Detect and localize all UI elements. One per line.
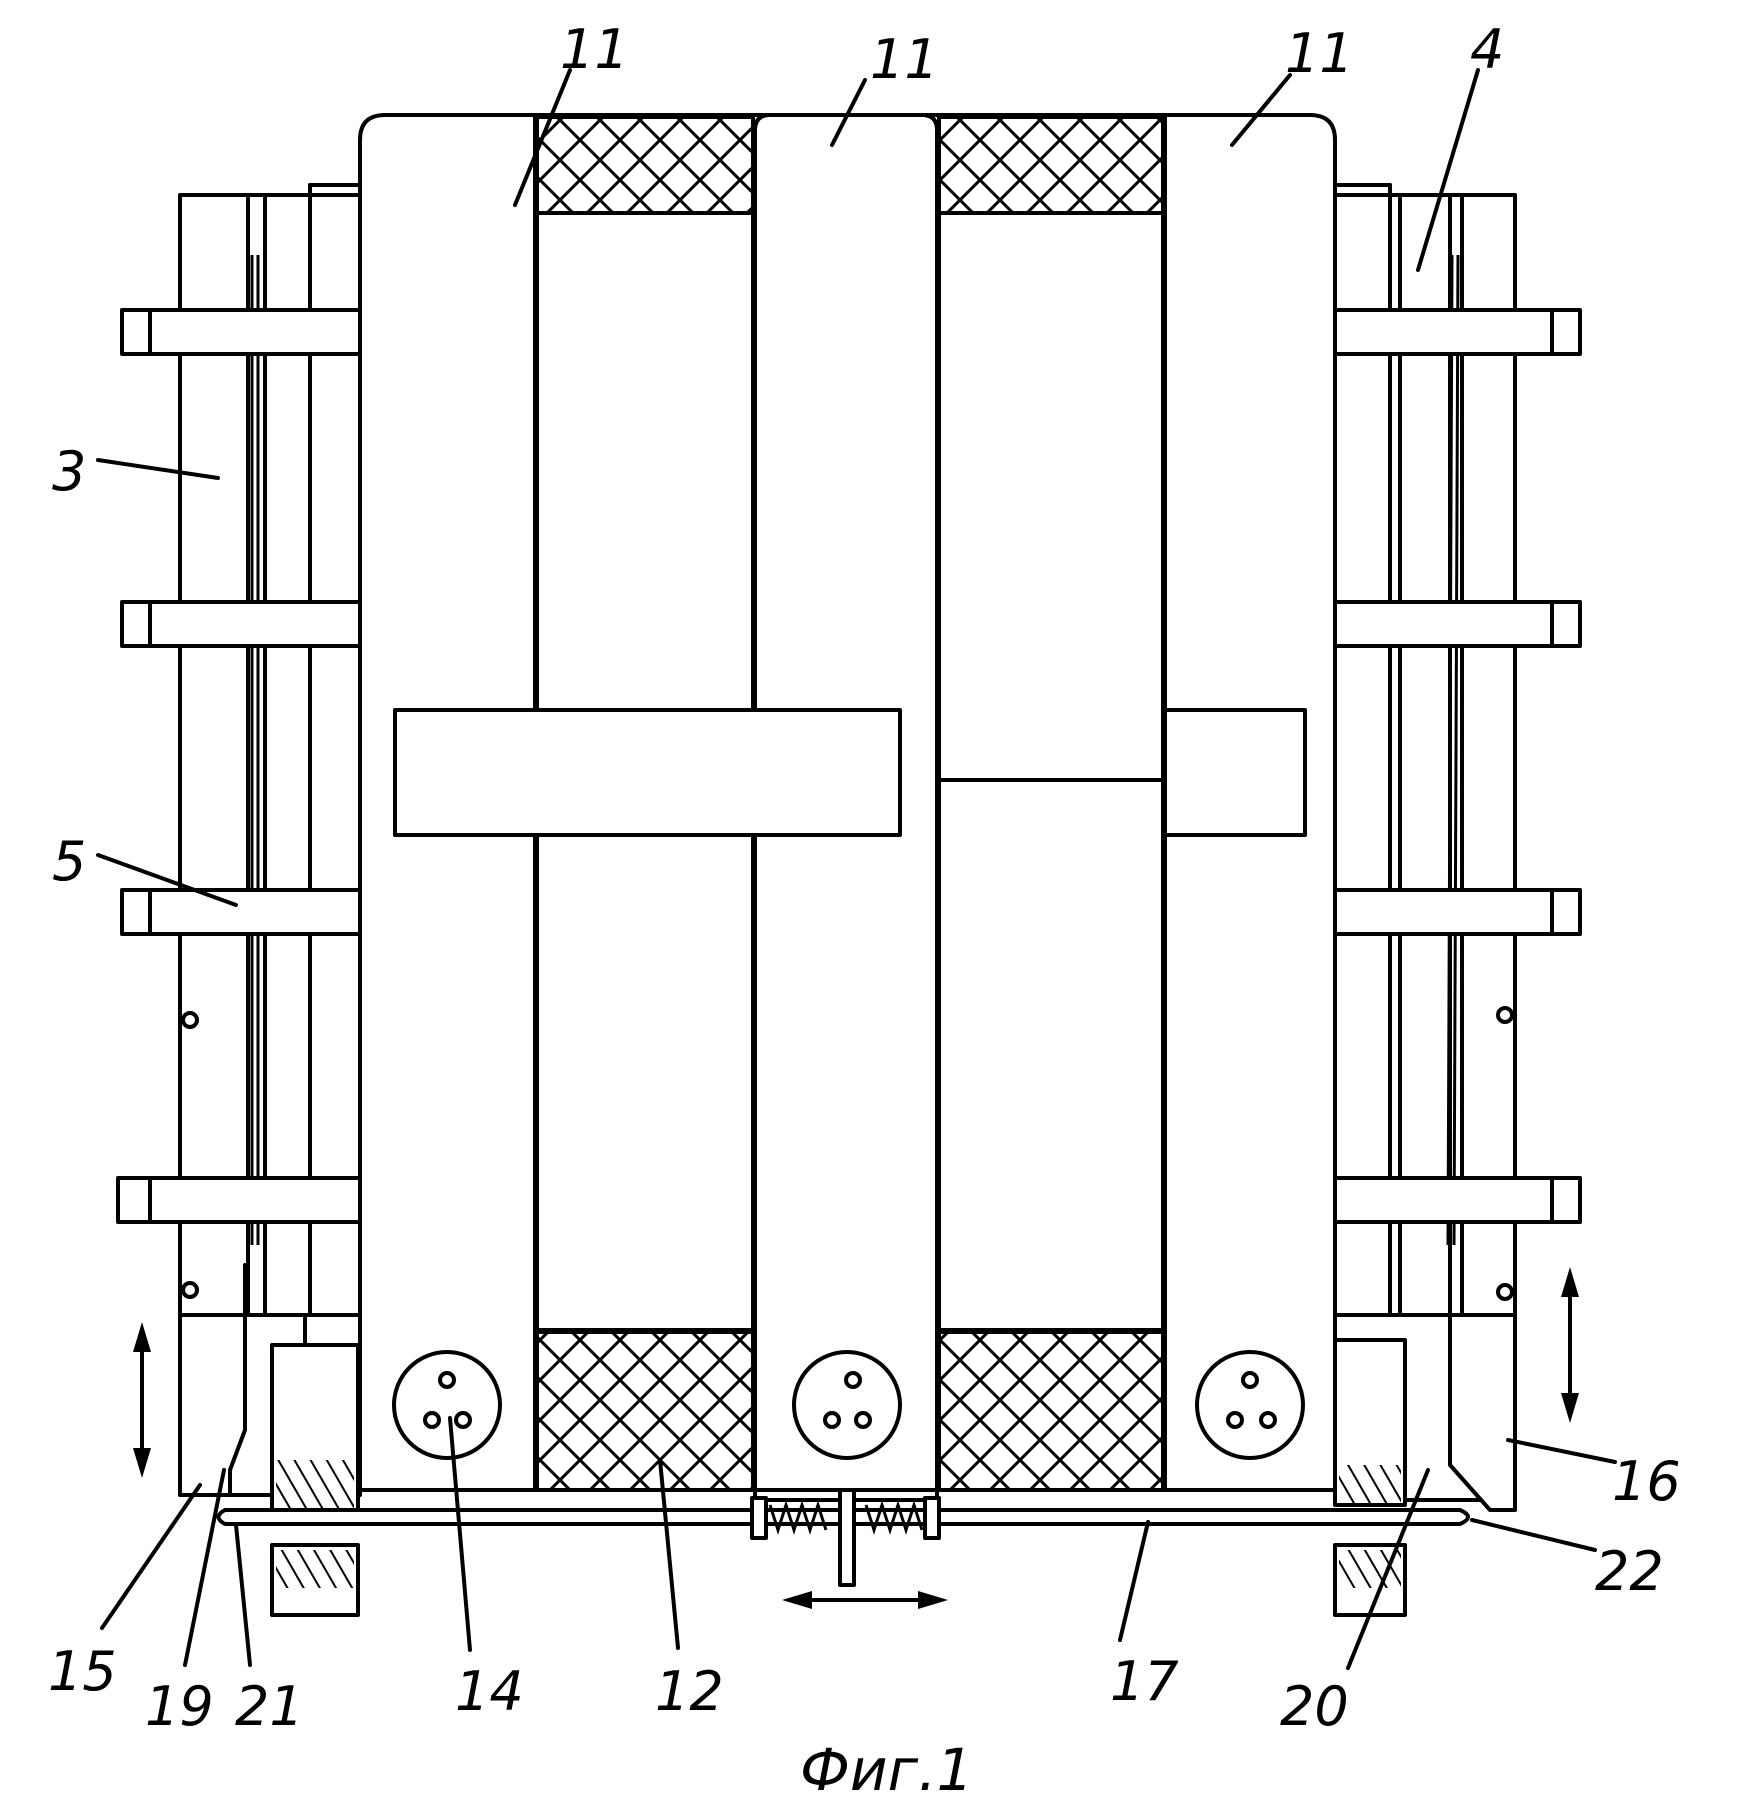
label-20: 20 <box>1280 1675 1349 1738</box>
spring-lever <box>840 1490 854 1585</box>
right-pin-hole <box>1498 1285 1512 1299</box>
label-3: 3 <box>52 440 86 503</box>
right-spring-wire <box>1454 255 1458 1245</box>
label-21: 21 <box>235 1675 304 1738</box>
spring-stop-right <box>925 1498 939 1538</box>
left-pin-hole <box>183 1283 197 1297</box>
crossbar-right <box>1165 710 1305 835</box>
rod-17 <box>219 1490 1469 1609</box>
spring-stop-left <box>752 1498 766 1538</box>
label-19: 19 <box>145 1675 214 1738</box>
label-11-left: 11 <box>560 18 629 81</box>
horizontal-arrow <box>782 1591 948 1609</box>
left-vertical-arrow <box>133 1322 151 1478</box>
right-pin-hole <box>1498 1008 1512 1022</box>
left-strip-body <box>180 195 360 1495</box>
left-terminal-hatch <box>276 1550 354 1588</box>
label-5: 5 <box>52 830 86 893</box>
left-pin-hole <box>183 1013 197 1027</box>
mesh-block-12 <box>537 1332 753 1490</box>
label-4: 4 <box>1470 18 1504 81</box>
label-12: 12 <box>655 1660 724 1723</box>
right-slider <box>1450 1315 1515 1510</box>
mesh-upper-right <box>939 117 1163 213</box>
mesh-lower-right <box>939 1332 1163 1490</box>
crossbar-left <box>395 710 900 835</box>
label-11-center: 11 <box>870 28 939 91</box>
label-16: 16 <box>1612 1450 1681 1513</box>
figure-caption: Фиг.1 <box>800 1736 973 1804</box>
label-14: 14 <box>455 1660 524 1723</box>
label-11-right: 11 <box>1285 22 1354 85</box>
label-17: 17 <box>1110 1650 1179 1713</box>
right-terminal-hatch <box>1339 1465 1401 1503</box>
left-slider <box>180 1315 245 1495</box>
label-15: 15 <box>48 1640 117 1703</box>
central-frame <box>360 115 1335 1500</box>
mesh-upper-left <box>537 117 753 213</box>
right-strip-body <box>1335 195 1515 1500</box>
right-vertical-arrow <box>1561 1267 1579 1423</box>
left-terminal-hatch <box>276 1460 354 1508</box>
window-right <box>939 213 1163 1330</box>
label-22: 22 <box>1595 1540 1664 1603</box>
